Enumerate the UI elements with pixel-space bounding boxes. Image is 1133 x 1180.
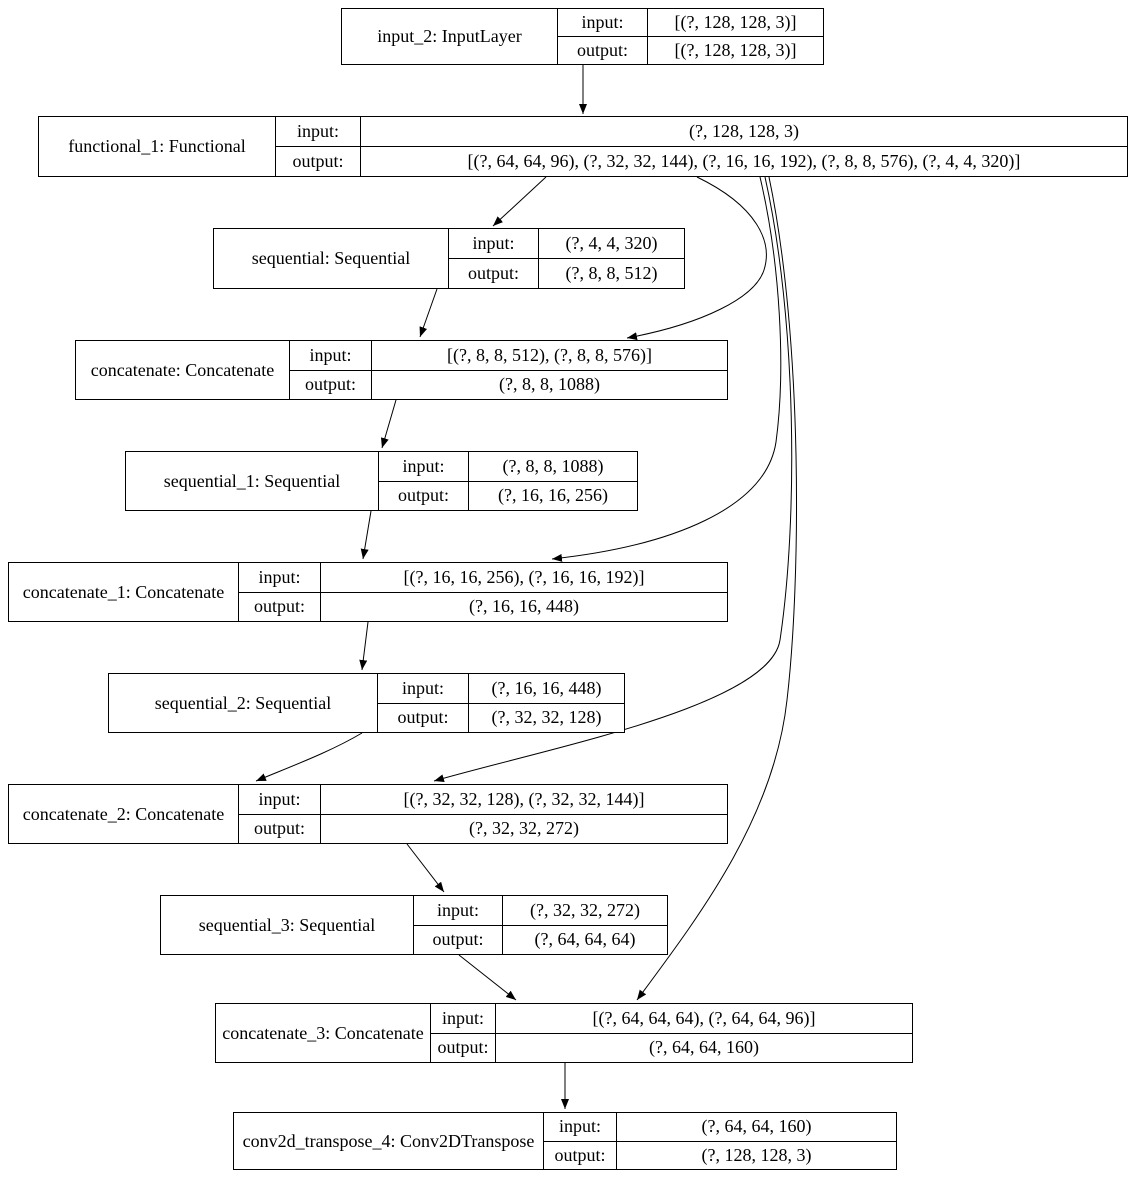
- output-shape: (?, 64, 64, 160): [649, 1037, 759, 1058]
- input-label: input:: [379, 452, 469, 481]
- output-shape: (?, 8, 8, 1088): [499, 374, 600, 395]
- input-label: input:: [239, 785, 321, 814]
- layer-title: sequential_1: Sequential: [126, 452, 379, 510]
- input-shape: (?, 32, 32, 272): [530, 899, 640, 920]
- node-concatenate-2: concatenate_2: Concatenate input: [(?, 3…: [8, 784, 728, 844]
- input-label: input:: [290, 341, 372, 370]
- input-label: input:: [449, 229, 539, 258]
- node-sequential-2: sequential_2: Sequential input: (?, 16, …: [108, 673, 625, 733]
- layer-title: concatenate_3: Concatenate: [216, 1004, 431, 1062]
- input-label: input:: [558, 9, 648, 36]
- input-shape: [(?, 32, 32, 128), (?, 32, 32, 144)]: [403, 788, 645, 809]
- output-shape: (?, 16, 16, 448): [469, 596, 579, 617]
- layer-title: sequential_2: Sequential: [109, 674, 378, 732]
- edge-sequential-3-to-concatenate-3: [458, 954, 517, 1001]
- layer-title: concatenate_2: Concatenate: [9, 785, 239, 843]
- output-label: output:: [431, 1033, 496, 1062]
- node-sequential-3: sequential_3: Sequential input: (?, 32, …: [160, 895, 668, 955]
- node-input-2: input_2: InputLayer input: [(?, 128, 128…: [341, 8, 824, 65]
- output-shape: [(?, 64, 64, 96), (?, 32, 32, 144), (?, …: [467, 151, 1021, 171]
- output-shape: (?, 32, 32, 128): [491, 707, 602, 728]
- output-label: output:: [558, 37, 648, 64]
- input-label: input:: [378, 674, 469, 703]
- layer-title: concatenate: Concatenate: [76, 341, 290, 399]
- layer-title: sequential_3: Sequential: [161, 896, 414, 954]
- edge-sequential-to-concatenate: [419, 288, 438, 338]
- edge-functional-1-to-sequential: [492, 176, 547, 227]
- output-label: output:: [378, 703, 469, 732]
- output-label: output:: [449, 259, 539, 288]
- node-conv2d-transpose-4: conv2d_transpose_4: Conv2DTranspose inpu…: [233, 1112, 897, 1170]
- node-concatenate: concatenate: Concatenate input: [(?, 8, …: [75, 340, 728, 400]
- input-label: input:: [414, 896, 503, 925]
- input-shape: [(?, 128, 128, 3)]: [674, 12, 797, 32]
- edge-sequential-2-to-concatenate-2: [255, 732, 363, 782]
- input-label: input:: [276, 117, 361, 146]
- edge-concatenate-to-sequential-1: [380, 399, 397, 449]
- input-shape: [(?, 64, 64, 64), (?, 64, 64, 96)]: [592, 1007, 816, 1028]
- output-label: output:: [414, 925, 503, 954]
- input-label: input:: [431, 1004, 496, 1033]
- input-shape: (?, 64, 64, 160): [701, 1116, 812, 1137]
- output-shape: (?, 64, 64, 64): [534, 929, 636, 950]
- output-label: output:: [290, 370, 372, 399]
- node-functional-1: functional_1: Functional input: (?, 128,…: [38, 116, 1128, 177]
- layer-title: sequential: Sequential: [214, 229, 449, 288]
- node-concatenate-1: concatenate_1: Concatenate input: [(?, 1…: [8, 562, 728, 622]
- input-shape: (?, 8, 8, 1088): [502, 455, 604, 476]
- layer-title: conv2d_transpose_4: Conv2DTranspose: [234, 1113, 544, 1169]
- input-shape: [(?, 16, 16, 256), (?, 16, 16, 192)]: [403, 566, 645, 587]
- output-label: output:: [239, 814, 321, 843]
- layer-title: functional_1: Functional: [39, 117, 276, 176]
- edge-concatenate-1-to-sequential-2: [359, 621, 369, 671]
- input-label: input:: [239, 563, 321, 592]
- input-shape: (?, 4, 4, 320): [565, 233, 658, 253]
- node-sequential-1: sequential_1: Sequential input: (?, 8, 8…: [125, 451, 638, 511]
- output-shape: (?, 16, 16, 256): [498, 485, 608, 506]
- output-shape: (?, 32, 32, 272): [469, 818, 579, 839]
- input-label: input:: [544, 1113, 617, 1141]
- input-shape: [(?, 8, 8, 512), (?, 8, 8, 576)]: [447, 344, 652, 365]
- output-shape: [(?, 128, 128, 3)]: [674, 40, 797, 60]
- layer-title: input_2: InputLayer: [342, 9, 558, 64]
- input-shape: (?, 16, 16, 448): [491, 677, 602, 698]
- edge-concatenate-2-to-sequential-3: [406, 843, 445, 893]
- input-shape: (?, 128, 128, 3): [689, 121, 799, 141]
- layer-title: concatenate_1: Concatenate: [9, 563, 239, 621]
- output-label: output:: [276, 147, 361, 176]
- node-sequential: sequential: Sequential input: (?, 4, 4, …: [213, 228, 685, 289]
- output-shape: (?, 8, 8, 512): [565, 263, 658, 283]
- output-label: output:: [544, 1141, 617, 1169]
- output-label: output:: [379, 481, 469, 510]
- node-concatenate-3: concatenate_3: Concatenate input: [(?, 6…: [215, 1003, 913, 1063]
- edge-sequential-1-to-concatenate-1: [360, 510, 372, 560]
- output-shape: (?, 128, 128, 3): [701, 1144, 812, 1165]
- output-label: output:: [239, 592, 321, 621]
